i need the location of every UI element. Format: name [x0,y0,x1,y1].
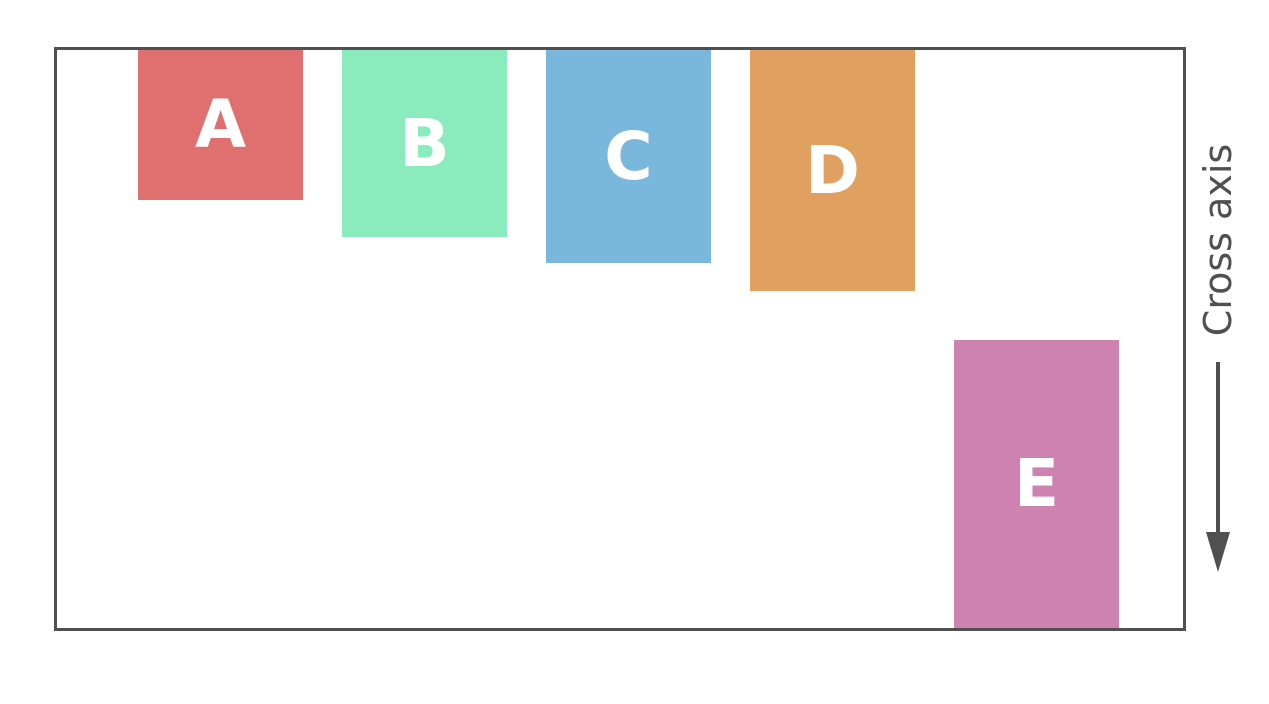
flex-item-c: C [546,50,711,263]
flex-container: A B C D E [54,47,1186,631]
cross-axis-arrow-icon [1206,362,1230,572]
cross-axis-label: Cross axis [1196,143,1240,337]
flex-item-d: D [750,50,915,291]
flex-item-a: A [138,50,303,200]
flex-item-e: E [954,340,1119,628]
flex-item-b: B [342,50,507,237]
